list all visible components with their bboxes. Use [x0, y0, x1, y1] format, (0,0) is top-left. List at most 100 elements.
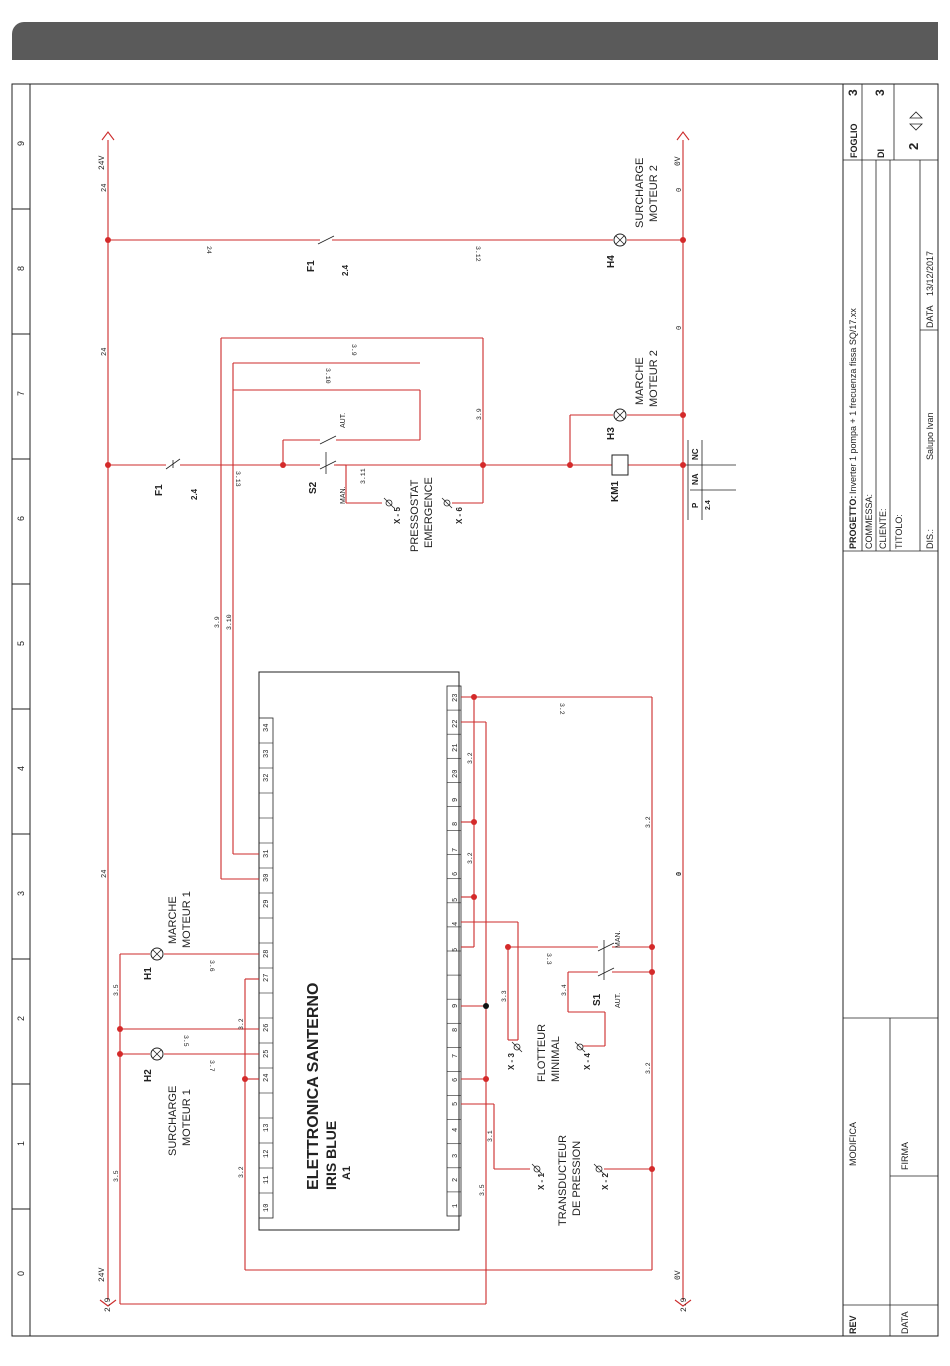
- wire-number: 3.11: [360, 468, 367, 484]
- wire-number: 3.2: [558, 703, 565, 715]
- controller-a1: [258, 671, 462, 1231]
- x1-label: X - 1: [537, 1173, 546, 1190]
- h3-tag: H3: [606, 427, 617, 440]
- commessa-label: COMMESSA:: [864, 494, 874, 549]
- wire-number: 3.9: [476, 408, 483, 420]
- terminal-label: 5: [452, 898, 460, 902]
- terminal-label: 4: [452, 1128, 460, 1132]
- terminal-label: 25: [263, 1050, 271, 1058]
- ruler-number: 9: [16, 141, 26, 146]
- wire-number: 3.10: [324, 368, 331, 384]
- terminal-label: 31: [263, 850, 271, 858]
- pressostat-line2: EMERGENCE: [423, 477, 435, 548]
- km1-tag: KM1: [610, 480, 621, 502]
- wire-number: 3.9: [350, 344, 357, 356]
- terminal-label: 13: [263, 1124, 271, 1132]
- junction-nodes: [105, 237, 686, 1172]
- wire-number: 3.4: [561, 984, 568, 996]
- x4-label: X - 4: [583, 1053, 592, 1070]
- rail-24v-label-bottom: 24V: [98, 1267, 107, 1282]
- wire-number: 3.3: [545, 953, 552, 965]
- km1-p: P: [691, 502, 700, 508]
- h2-label-line1: SURCHARGE: [167, 1086, 179, 1156]
- terminal-label: 11: [263, 1176, 271, 1184]
- h4-label-line2: MOTEUR 2: [648, 165, 660, 222]
- upper-circuits: [108, 233, 736, 520]
- di-label: DI: [876, 149, 886, 158]
- h1-label-line1: MARCHE: [167, 896, 179, 944]
- wire-number: 3.5: [113, 1170, 120, 1182]
- ruler-numbers: 9 8 7 6 5 4 3 2 1 0: [16, 141, 26, 1276]
- terminal-label: 7: [452, 1054, 460, 1058]
- h4-label-line1: SURCHARGE: [634, 158, 646, 228]
- dis-value: Salupo Ivan: [925, 412, 935, 460]
- terminal-label: 9: [452, 798, 460, 802]
- terminal-label: 2: [452, 1178, 460, 1182]
- page-prev-icon[interactable]: [909, 111, 923, 119]
- wire-number: 3.5: [113, 984, 120, 996]
- x5-label: X - 5: [393, 507, 402, 524]
- page-next-icon[interactable]: [909, 123, 923, 131]
- firma-label: FIRMA: [900, 1142, 910, 1170]
- wire-number: 0: [676, 872, 683, 876]
- rev-label: REV: [848, 1315, 858, 1334]
- x3-label: X - 3: [507, 1053, 516, 1070]
- rail-24v-label-top: 24V: [98, 155, 107, 170]
- lamp-h3: [613, 408, 627, 422]
- terminal-label: 9: [452, 1004, 460, 1008]
- km1-na: NA: [691, 473, 700, 485]
- wire-number: 3.7: [208, 1060, 215, 1072]
- h4-tag: H4: [606, 255, 617, 268]
- page-nav-arrows[interactable]: [909, 111, 923, 131]
- wire-number: 3.6: [208, 960, 215, 972]
- h2-tag: H2: [143, 1069, 154, 1082]
- ruler-number: 5: [16, 641, 26, 646]
- title-block: [842, 84, 938, 1336]
- f1-ref-top: 2.4: [341, 264, 350, 276]
- terminal-label: 24: [263, 1074, 271, 1082]
- wire-number: 3.1: [487, 1130, 494, 1142]
- wire-number: 3.2: [467, 852, 474, 864]
- wire-0-top: 0: [676, 188, 684, 192]
- top-terminal-labels: 10 11 12 13 24 25 26 27 28 29 30 31 32 3…: [263, 724, 271, 1212]
- wire-number: 3.9: [214, 616, 221, 628]
- s1-man-label: MAN.: [615, 930, 622, 948]
- terminal-label: 8: [452, 822, 460, 826]
- bottom-terminal-labels: 1 2 3 4 5 6 7 8 9 5 4 5 6 7 8 9 20 21 22…: [452, 694, 460, 1208]
- power-rails: [99, 131, 692, 1307]
- km1-nc: NC: [691, 448, 700, 460]
- terminal-label: 33: [263, 750, 271, 758]
- terminal-label: 3: [452, 1154, 460, 1158]
- s1-tag: S1: [592, 993, 603, 1006]
- controller-wiring: [119, 338, 653, 1305]
- wire-0-low: 0: [676, 872, 684, 876]
- wire-number: 3.2: [645, 816, 652, 828]
- flotteur-line1: FLOTTEUR: [536, 1024, 548, 1082]
- titolo-label: TITOLO:: [894, 514, 904, 549]
- ruler-number: 8: [16, 266, 26, 271]
- foglio-value: 3: [846, 89, 860, 96]
- wire-number: 3.2: [645, 1062, 652, 1074]
- sheet-frame: [11, 83, 939, 1337]
- di-value: 3: [873, 89, 887, 96]
- terminal-label: 4: [452, 922, 460, 926]
- x2-label: X - 2: [601, 1173, 610, 1190]
- transducteur-line1: TRANSDUCTEUR: [557, 1135, 569, 1226]
- terminal-label: 28: [263, 950, 271, 958]
- controller-tag: A1: [341, 1166, 353, 1180]
- ruler-ticks: [12, 208, 30, 1210]
- terminal-label: 7: [452, 848, 460, 852]
- km1-ref: 2.4: [705, 500, 712, 510]
- rail-0v-label-top: 0V: [674, 156, 683, 166]
- terminal-label: 6: [452, 872, 460, 876]
- data2-label: DATA: [900, 1311, 910, 1334]
- progetto-label: PROGETTO:: [848, 496, 858, 549]
- s2-aut-label: AUT.: [340, 413, 347, 428]
- ruler-number: 1: [16, 1141, 26, 1146]
- ruler-number: 0: [16, 1271, 26, 1276]
- rail-0v-label-bottom: 0V: [674, 1270, 683, 1280]
- wire-number: 3.3: [501, 990, 508, 1002]
- ruler-number: 2: [16, 1016, 26, 1021]
- terminal-label: 20: [452, 770, 460, 778]
- terminal-label: 34: [263, 724, 271, 732]
